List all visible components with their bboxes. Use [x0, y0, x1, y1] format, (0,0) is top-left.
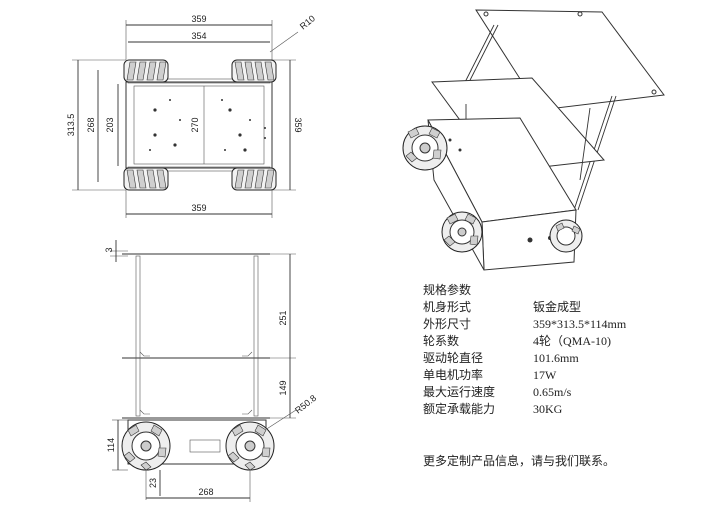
spec-label: 额定承载能力	[423, 402, 496, 416]
spec-label: 轮系数	[423, 334, 460, 348]
spec-row: 机身形式 钣金成型	[423, 299, 683, 316]
spec-row: 驱动轮直径 101.6mm	[423, 350, 683, 367]
spec-label: 机身形式	[423, 300, 472, 314]
dim-axle-offset: 23	[148, 478, 158, 488]
spec-value: 101.6mm	[533, 351, 579, 365]
spec-value: 30KG	[533, 402, 563, 416]
iso-wheel-left-rear	[441, 211, 483, 253]
spec-title: 规格参数	[423, 283, 472, 297]
spec-value: 359*313.5*114mm	[533, 317, 627, 331]
spec-row: 单电机功率 17W	[423, 367, 683, 384]
dim-inner-width: 354	[191, 31, 206, 41]
spec-value: 4轮（QMA-10)	[533, 334, 611, 348]
dim-side-depth: 359	[293, 117, 303, 132]
dim-tier-height: 251	[278, 310, 288, 325]
dim-inner-depth: 203	[105, 117, 115, 132]
spec-value: 0.65m/s	[533, 385, 572, 399]
spec-label: 最大运行速度	[423, 385, 496, 399]
mecanum-wheel-rl	[123, 167, 169, 191]
dim-wheelbase: 268	[86, 117, 96, 132]
dim-overall-depth: 313.5	[66, 114, 76, 137]
dim-radius: R10	[298, 13, 317, 31]
side-view: 3 251 149 R50.8	[104, 240, 318, 502]
spec-value: 17W	[533, 368, 557, 382]
side-wheel-left	[121, 421, 171, 471]
mecanum-wheel-fl	[123, 59, 169, 83]
spec-row: 最大运行速度 0.65m/s	[423, 384, 683, 401]
dim-overall-width-bottom: 359	[191, 203, 206, 213]
spec-row: 额定承载能力 30KG	[423, 401, 683, 418]
side-wheel-right	[225, 421, 275, 471]
dim-lower-height: 149	[278, 380, 288, 395]
spec-value: 钣金成型	[533, 300, 582, 314]
dim-overall-width-top: 359	[191, 14, 206, 24]
spec-label: 驱动轮直径	[423, 351, 484, 365]
spec-label: 外形尺寸	[423, 317, 472, 331]
spec-row: 外形尺寸 359*313.5*114mm	[423, 316, 683, 333]
dim-chassis-height: 114	[106, 438, 116, 452]
contact-note: 更多定制产品信息，请与我们联系。	[423, 454, 616, 468]
top-view: 359 354 R10 313.5 268 203 359 270	[66, 13, 317, 218]
isometric-view	[402, 9, 665, 271]
dim-plate-depth: 270	[190, 117, 200, 132]
mecanum-wheel-fr	[231, 59, 277, 83]
spec-label: 单电机功率	[423, 368, 484, 382]
dim-top-gap: 3	[104, 247, 114, 252]
dim-wheel-radius: R50.8	[293, 393, 318, 416]
spec-table: 规格参数 机身形式 钣金成型 外形尺寸 359*313.5*114mm 轮系数 4轮（…	[423, 282, 683, 418]
spec-row: 轮系数 4轮（QMA-10)	[423, 333, 683, 350]
mecanum-wheel-rr	[231, 167, 277, 191]
dim-track: 268	[198, 487, 213, 497]
iso-wheel-right-rear	[549, 219, 583, 253]
iso-wheel-left-front	[402, 125, 448, 171]
